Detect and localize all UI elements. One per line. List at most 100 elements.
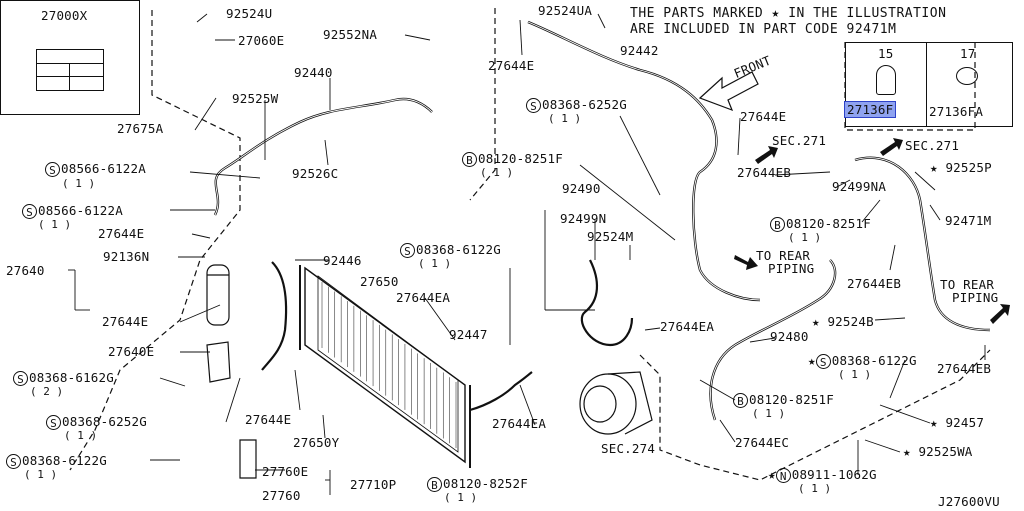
part-92499N[interactable]: 92499N <box>560 211 607 226</box>
part-92480[interactable]: 92480 <box>770 329 809 344</box>
condenser-27650 <box>299 265 471 468</box>
bolt-08120-8251a-qty: ( 1 ) <box>480 166 514 179</box>
sec274[interactable]: SEC.274 <box>601 441 656 456</box>
part-27710P[interactable]: 27710P <box>350 477 397 492</box>
screw-s-icon: S <box>6 454 21 469</box>
pipe-92490 <box>580 259 634 347</box>
part-27644E-l[interactable]: 27644E <box>98 226 145 241</box>
part-27644EB-b[interactable]: 27644EB <box>847 276 902 291</box>
pipe-92446 <box>261 261 288 371</box>
inset-left-part[interactable]: 27136F <box>844 101 897 118</box>
part-92446[interactable]: 92446 <box>323 253 362 268</box>
part-92499NA[interactable]: 92499NA <box>832 179 887 194</box>
part-27640E[interactable]: 27640E <box>108 344 155 359</box>
screw-08368-6122b-qty: ( 1 ) <box>418 257 452 270</box>
part-27644E-b[interactable]: 27644E <box>245 412 292 427</box>
part-27644EC[interactable]: 27644EC <box>735 435 790 450</box>
screw-s-icon: S <box>46 415 61 430</box>
part-27644E-top[interactable]: 27644E <box>488 58 535 73</box>
part-27640[interactable]: 27640 <box>6 263 45 278</box>
screw-s-icon: S <box>400 243 415 258</box>
bolt-b-icon: B <box>427 477 442 492</box>
to-rear-1b: PIPING <box>768 261 815 276</box>
part-27650[interactable]: 27650 <box>360 274 399 289</box>
part-92524UA[interactable]: 92524UA <box>538 3 593 18</box>
part-27675A[interactable]: 27675A <box>117 121 164 136</box>
bracket-27640E <box>206 341 231 383</box>
part-92136N[interactable]: 92136N <box>103 249 150 264</box>
screw-08368-6122c-qty: ( 1 ) <box>838 368 872 381</box>
compressor <box>579 371 653 435</box>
part-92442[interactable]: 92442 <box>620 43 659 58</box>
screw-s-icon: S <box>815 354 831 369</box>
pipe-92471M-inner <box>854 157 991 331</box>
label-plate-icon <box>36 49 104 91</box>
part-27644EA-b[interactable]: 27644EA <box>492 416 547 431</box>
part-92457[interactable]: ★ 92457 <box>930 415 985 430</box>
pipe-92442-inner <box>527 21 761 301</box>
part-27644EA-m[interactable]: 27644EA <box>660 319 715 334</box>
inset-left-part-wrap[interactable]: 27136F <box>844 101 897 118</box>
front-arrow-outline <box>698 71 759 112</box>
leader-lines <box>68 13 986 495</box>
note-line-2: ARE INCLUDED IN PART CODE 92471M <box>630 22 897 37</box>
label-box-part: 27000X <box>41 8 88 23</box>
part-27644EB-c[interactable]: 27644EB <box>937 361 992 376</box>
part-92526C[interactable]: 92526C <box>292 166 339 181</box>
bolt-08120-8252-qty: ( 1 ) <box>444 491 478 504</box>
screw-s-icon: S <box>13 371 28 386</box>
part-92525W[interactable]: 92525W <box>232 91 279 106</box>
note-line-1: THE PARTS MARKED ★ IN THE ILLUSTRATION <box>630 6 947 21</box>
part-92440[interactable]: 92440 <box>294 65 333 80</box>
part-27650Y[interactable]: 27650Y <box>293 435 340 450</box>
part-27644E-r[interactable]: 27644E <box>740 109 787 124</box>
screw-s-icon: S <box>45 162 60 177</box>
part-27060E[interactable]: 27060E <box>238 33 285 48</box>
part-92471M[interactable]: 92471M <box>945 213 992 228</box>
inset-right-part[interactable]: 27136FA <box>929 104 984 119</box>
part-92524B[interactable]: ★ 92524B <box>812 314 874 329</box>
part-92552NA[interactable]: 92552NA <box>323 27 378 42</box>
part-27644EB-a[interactable]: 27644EB <box>737 165 792 180</box>
screw-08368-6162-qty: ( 2 ) <box>30 385 64 398</box>
to-rear-2a: TO REAR <box>940 277 995 292</box>
pipe-92480-inner <box>710 259 836 421</box>
part-27760E[interactable]: 27760E <box>262 464 309 479</box>
sec271-b[interactable]: SEC.271 <box>905 138 960 153</box>
sec271-a[interactable]: SEC.271 <box>772 133 827 148</box>
bolt-b-icon: B <box>462 152 477 167</box>
part-27644EA[interactable]: 27644EA <box>396 290 451 305</box>
part-92490[interactable]: 92490 <box>562 181 601 196</box>
part-92447[interactable]: 92447 <box>449 327 488 342</box>
screw-08368-6122a-qty: ( 1 ) <box>24 468 58 481</box>
bolt-08120-8251b-qty: ( 1 ) <box>752 407 786 420</box>
nut-08911-qty: ( 1 ) <box>798 482 832 495</box>
part-27760[interactable]: 27760 <box>262 488 301 503</box>
part-92525WA[interactable]: ★ 92525WA <box>903 444 973 459</box>
inset-right-number: 17 <box>960 46 976 61</box>
screw-08368-6252b-qty: ( 1 ) <box>548 112 582 125</box>
inset-box: 15 17 27136F 27136FA <box>844 42 1013 127</box>
dashed-boundary-mid <box>469 8 496 201</box>
part-27644E-l2[interactable]: 27644E <box>102 314 149 329</box>
part-92524U[interactable]: 92524U <box>226 6 273 21</box>
condenser-fins <box>321 282 457 448</box>
part-92524M[interactable]: 92524M <box>587 229 634 244</box>
arrow-to-rear-1 <box>734 255 758 270</box>
part-92525P[interactable]: ★ 92525P <box>930 160 992 175</box>
bolt-b-icon: B <box>770 217 785 232</box>
pipe-92440 <box>213 97 433 216</box>
